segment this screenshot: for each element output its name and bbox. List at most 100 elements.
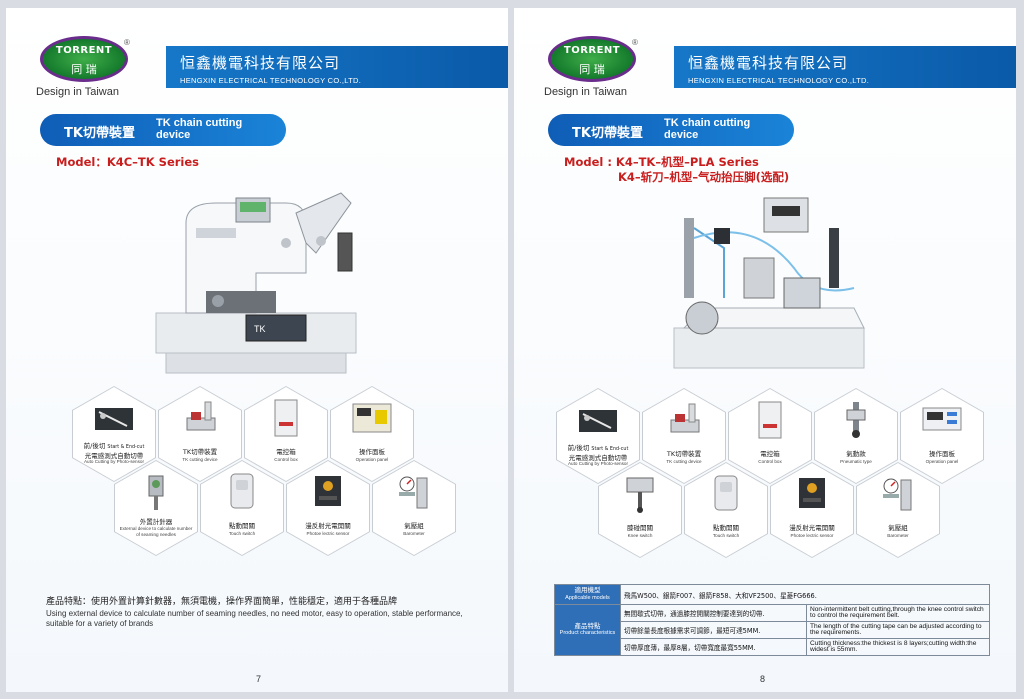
- page-number: 8: [760, 674, 766, 684]
- hex-label-cn: 外置計針器: [139, 518, 173, 526]
- feature-hex-pneumatic: 氣動款 Pneumatic type: [814, 388, 898, 484]
- hex-label-en: Photoe lectric sensor: [790, 533, 834, 538]
- company-name-en: HENGXIN ELECTRICAL TECHNOLOGY CO.,LTD.: [180, 76, 362, 85]
- hex-label-en: Barometer: [403, 531, 425, 536]
- page-number: 7: [256, 674, 262, 684]
- hex-label-en: Control box: [274, 457, 298, 462]
- photo-sensor-cut-icon: [579, 410, 617, 432]
- tk-device-icon: [186, 401, 216, 431]
- feature-hex-tk-device: TK切帶裝置 TK cutting device: [642, 388, 726, 484]
- hex-label-en: External device to calculate number of s…: [119, 526, 193, 537]
- hex-label-en: Pneumatic type: [840, 459, 872, 464]
- hex-label-en: Control box: [758, 459, 782, 464]
- spec-cell: 無間歇式切帶，通過膝控開關控制要達到的切帶.: [620, 604, 807, 622]
- spec-cell: 切帶厚度薄，最厚8層，切帶寬度最寬55MM.: [620, 638, 807, 656]
- feature-hex-needle-counter: 外置計針器 External device to calculate numbe…: [114, 460, 198, 556]
- model-title: Model : K4–TK–机型–PLA Series: [564, 155, 759, 169]
- table-row: 切帶餘量長度根據需求可調節，最短可達5MM. The length of the…: [555, 621, 990, 639]
- hex-label-cn: 操作面板: [359, 448, 385, 456]
- table-row: 切帶厚度薄，最厚8層，切帶寬度最寬55MM. Cutting thickness…: [555, 638, 990, 656]
- logo-text-cn: 同 瑞: [71, 63, 97, 76]
- operation-panel-icon: [922, 407, 962, 431]
- hex-label-cn: 點動開關: [229, 522, 255, 530]
- model-subtitle: K4–斩刀–机型–气动抬压脚(选配): [618, 170, 790, 184]
- company-name-cn: 恒鑫機電科技有限公司: [180, 54, 341, 72]
- control-box-icon: [274, 399, 298, 437]
- feature-hex-control-box: 電控箱 Control box: [244, 386, 328, 482]
- feature-hex-barometer: 氣壓組 Barometer: [856, 462, 940, 558]
- hex-label-en: Touch switch: [712, 533, 740, 538]
- hex-label-en: Knee switch: [627, 533, 653, 538]
- registered-mark: ®: [632, 38, 638, 47]
- touch-switch-icon: [714, 475, 738, 511]
- feature-hex-photo-switch: 漫反射光電開關 Photoe lectric sensor: [770, 462, 854, 558]
- banner-title-cn: TK切帶裝置: [64, 126, 135, 141]
- catalog-page-left: TORRENT 同 瑞 ® Design in Taiwan 恒鑫機電科技有限公…: [6, 8, 508, 692]
- hex-label-cn: 氣壓組: [888, 524, 908, 532]
- operation-panel-icon: [352, 403, 392, 433]
- hex-label-cn: 漫反射光電開關: [789, 524, 835, 532]
- feature-hex-tk-device: TK切帶裝置 TK cutting device: [158, 386, 242, 482]
- banner-title-cn: TK切帶裝置: [572, 126, 643, 141]
- catalog-page-right: TORRENT 同 瑞 ® Design in Taiwan 恒鑫機電科技有限公…: [514, 8, 1016, 692]
- svg-text:TK: TK: [254, 324, 266, 334]
- registered-mark: ®: [124, 38, 130, 47]
- tagline: Design in Taiwan: [544, 86, 627, 98]
- hex-label-en: TK cutting device: [666, 459, 702, 464]
- company-header: 恒鑫機電科技有限公司 HENGXIN ELECTRICAL TECHNOLOGY…: [166, 46, 508, 88]
- spec-cell: 飛馬W500、銀箭F007、銀箭F858、大和VF2500、星菱FG666.: [620, 584, 990, 605]
- pneumatic-machine-image: [673, 197, 865, 369]
- hex-label-cn: 操作面板: [929, 450, 955, 458]
- torrent-logo: TORRENT 同 瑞: [40, 36, 128, 82]
- photoelectric-sensor-icon: [799, 478, 825, 508]
- hex-label-en: Barometer: [887, 533, 909, 538]
- pneumatic-icon: [846, 402, 866, 438]
- photo-sensor-cut-icon: [95, 408, 133, 430]
- hex-label-cn: 電控箱: [276, 448, 296, 456]
- logo-text-en: TORRENT: [563, 45, 621, 56]
- hex-label-cn: 點動開關: [713, 524, 739, 532]
- control-box-icon: [758, 401, 782, 439]
- spec-cell: Cutting thickness:the thickest is 8 laye…: [806, 638, 990, 656]
- feature-hex-operation-panel: 操作面板 Operation panel: [330, 386, 414, 482]
- needle-counter-icon: [148, 475, 164, 510]
- feature-hex-control-box: 電控箱 Control box: [728, 388, 812, 484]
- company-name-cn: 恒鑫機電科技有限公司: [688, 54, 849, 72]
- feature-hex-touch-switch: 點動開關 Touch switch: [684, 462, 768, 558]
- logo-text-cn: 同 瑞: [579, 63, 605, 76]
- barometer-icon: [883, 478, 912, 511]
- knee-switch-icon: [626, 477, 654, 513]
- model-title: Model：K4C–TK Series: [56, 155, 200, 169]
- feature-hex-barometer: 氣壓組 Barometer: [372, 460, 456, 556]
- tk-device-icon: [670, 403, 700, 433]
- product-features: 產品特點：使用外置計算針數器，無須電機，操作界面簡單，性能穩定，適用于各種品牌 …: [46, 594, 486, 629]
- feature-hex-photo-switch: 漫反射光電開關 Photoe lectric sensor: [286, 460, 370, 556]
- hex-label-en: TK cutting device: [182, 457, 218, 462]
- hex-label-cn: 電控箱: [760, 450, 780, 458]
- hex-label-en: Operation panel: [925, 459, 959, 464]
- hex-label-cn: TK切帶裝置: [182, 448, 218, 456]
- hex-label-cn: TK切帶裝置: [666, 450, 702, 458]
- spec-cell: The length of the cutting tape can be ad…: [806, 621, 990, 639]
- hex-label-cn: 氣壓組: [404, 522, 424, 530]
- barometer-icon: [399, 476, 428, 509]
- feature-hex-touch-switch: 點動開關 Touch switch: [200, 460, 284, 556]
- hex-label-en: Auto Cutting by Photo‑sensor: [567, 461, 628, 466]
- photoelectric-sensor-icon: [315, 476, 341, 506]
- hex-label-en: Operation panel: [355, 457, 389, 462]
- hex-label-cn: 漫反射光電開關: [305, 522, 351, 530]
- company-header: 恒鑫機電科技有限公司 HENGXIN ELECTRICAL TECHNOLOGY…: [674, 46, 1016, 88]
